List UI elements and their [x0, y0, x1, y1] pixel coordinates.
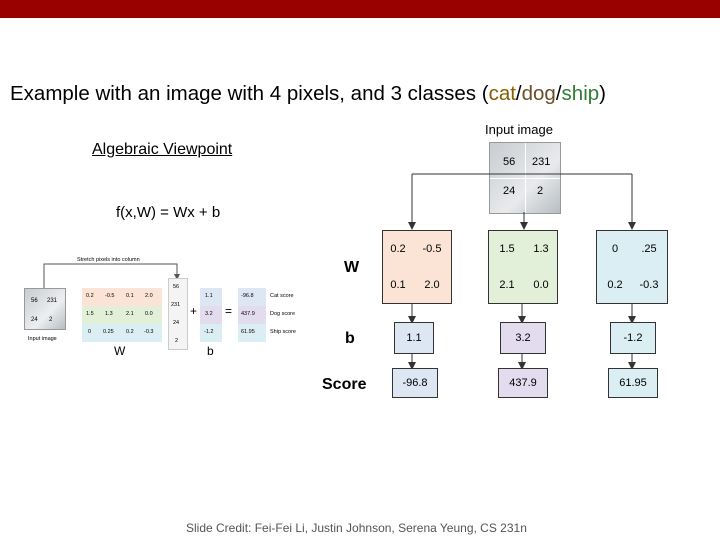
- mini-score-cell: -96.8: [241, 293, 254, 299]
- mini-score-column: -96.8 437.9 61.95: [238, 288, 266, 342]
- mini-w-cell: 0.2: [126, 329, 134, 335]
- w-dog-cell: 2.1: [499, 279, 515, 291]
- w-row-label: W: [344, 259, 360, 276]
- mini-w-cell: 0.0: [145, 311, 153, 317]
- b-row-label: b: [345, 330, 355, 347]
- w-ship-cell: -0.3: [639, 279, 659, 291]
- mini-b-ship: [200, 324, 222, 342]
- w-ship-cell: 0.2: [607, 279, 623, 291]
- mini-pixel: 24: [31, 317, 38, 323]
- b-dog-box: 3.2: [500, 322, 546, 354]
- w-cat-cell: 2.0: [424, 279, 440, 291]
- algebraic-viewpoint-label: Algebraic Viewpoint: [92, 141, 233, 158]
- mini-w-cell: 0: [88, 329, 92, 335]
- mini-score-cat: [238, 288, 266, 306]
- mini-score-cell: 61.95: [241, 329, 255, 335]
- cat-weights-box: [382, 230, 452, 304]
- mini-pixel: 2: [49, 317, 53, 323]
- score-dog-box: 437.9: [498, 368, 548, 398]
- mini-input-label: Input image: [28, 336, 57, 342]
- mini-w-cell: 2.1: [126, 311, 134, 317]
- mini-w-cell: 2.0: [145, 293, 153, 299]
- title-ship: ship: [561, 82, 600, 105]
- mini-score-dog: [238, 306, 266, 324]
- w-dog-cell: 0.0: [533, 279, 549, 291]
- mini-equals: =: [225, 304, 233, 318]
- mini-b-label: b: [207, 344, 214, 358]
- mini-x-cell: 231: [171, 302, 181, 308]
- mini-b-cat: [200, 288, 222, 306]
- title-cat: cat: [488, 82, 516, 105]
- mini-pixel: 56: [31, 298, 38, 304]
- w-dog-cell: 1.3: [533, 243, 549, 255]
- mini-b-cell: -1.2: [204, 329, 214, 335]
- pixel-value: 2: [537, 185, 544, 197]
- mini-x-cell: 56: [173, 284, 180, 290]
- mini-pixel: 231: [47, 298, 58, 304]
- mini-b-column: 1.1 3.2 -1.2: [200, 288, 222, 342]
- score-cat-box: -96.8: [392, 368, 438, 398]
- mini-score-cell: 437.9: [241, 311, 255, 317]
- input-image: 56 231 24 2: [489, 142, 561, 214]
- mini-w-label: W: [114, 344, 126, 358]
- mini-w-cell: 0.1: [126, 293, 134, 299]
- top-bar: [0, 0, 720, 18]
- mini-x-column: 56 231 24 2: [168, 278, 188, 350]
- slide-title: Example with an image with 4 pixels, and…: [10, 82, 606, 105]
- b-ship-box: -1.2: [610, 322, 656, 354]
- ship-weights-box: [596, 230, 668, 304]
- mini-w-cell: 0.25: [103, 329, 114, 335]
- mini-w-row-ship: [82, 324, 162, 342]
- mini-diagram: Stretch pixels into column 56 231 24 2 I…: [22, 252, 312, 362]
- pixel-value: 56: [503, 156, 516, 168]
- pixel-value: 231: [532, 156, 551, 168]
- input-image-label: Input image: [485, 122, 553, 137]
- input-grid-h: [490, 178, 560, 179]
- mini-w-cell: -0.3: [144, 329, 154, 335]
- mini-b-cell: 1.1: [205, 293, 213, 299]
- mini-input-image: 56 231 24 2: [24, 288, 66, 330]
- slide-credit: Slide Credit: Fei-Fei Li, Justin Johnson…: [186, 521, 527, 535]
- w-dog-cell: 1.5: [499, 243, 515, 255]
- dog-weights-box: [488, 230, 558, 304]
- score-row-label: Score: [322, 376, 367, 393]
- mini-w-row-dog: [82, 306, 162, 324]
- mini-arrow: [43, 263, 180, 288]
- w-cat-cell: -0.5: [422, 243, 442, 255]
- formula: f(x,W) = Wx + b: [116, 204, 221, 221]
- mini-w-cell: 0.2: [86, 293, 94, 299]
- mini-plus: +: [190, 304, 198, 318]
- mini-score-name: Ship score: [270, 329, 296, 335]
- w-ship-cell: 0: [611, 243, 619, 255]
- mini-score-name: Cat score: [270, 293, 294, 299]
- w-cat-cell: 0.1: [390, 279, 406, 291]
- w-cat-cell: 0.2: [390, 243, 406, 255]
- mini-stretch-label: Stretch pixels into column: [77, 257, 140, 263]
- mini-x-cell: 2: [175, 338, 179, 344]
- w-ship-cell: .25: [641, 243, 657, 255]
- mini-w-row-cat: [82, 288, 162, 306]
- score-ship-box: 61.95: [608, 368, 658, 398]
- mini-x-cell: 24: [173, 320, 180, 326]
- mini-b-dog: [200, 306, 222, 324]
- pixel-value: 24: [503, 185, 516, 197]
- mini-w-cell: -0.5: [105, 293, 115, 299]
- mini-score-name: Dog score: [270, 311, 296, 317]
- title-dog: dog: [521, 82, 556, 105]
- b-cat-box: 1.1: [394, 322, 434, 354]
- mini-w-cell: 1.5: [86, 311, 94, 317]
- mini-w-cell: 1.3: [105, 311, 113, 317]
- mini-w-matrix: 0.2 -0.5 0.1 2.0 1.5 1.3 2.1 0.0 0 0.25 …: [82, 288, 162, 342]
- mini-score-ship: [238, 324, 266, 342]
- mini-b-cell: 3.2: [205, 311, 213, 317]
